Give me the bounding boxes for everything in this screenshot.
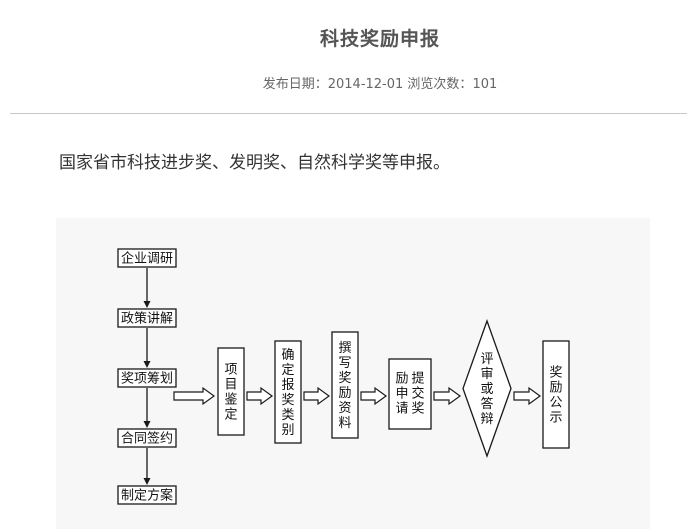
prep-step-label: 合同签约 xyxy=(121,431,173,447)
prep-step-label: 政策讲解 xyxy=(121,311,173,327)
flow-arrow xyxy=(246,386,274,406)
prep-arrow-head xyxy=(143,478,151,485)
main-step-label: 确定报奖类别 xyxy=(281,348,294,438)
main-step-label: 提交奖励申请 xyxy=(395,371,424,417)
view-count-label: 浏览次数： xyxy=(403,77,473,92)
flow-arrow xyxy=(303,386,331,406)
main-step-label: 项目鉴定 xyxy=(224,363,237,423)
main-step-box xyxy=(274,340,302,444)
flow-arrow xyxy=(433,386,462,406)
flow-arrow xyxy=(513,386,542,406)
prep-arrow-head xyxy=(143,301,151,308)
page-title: 科技奖励申报 xyxy=(319,28,440,50)
prep-step-label: 制定方案 xyxy=(121,488,173,504)
main-step-box xyxy=(388,358,432,430)
publish-date: 2014-12-01 xyxy=(327,77,404,92)
flow-arrow xyxy=(360,386,388,406)
prep-step-box xyxy=(117,428,177,448)
main-step-box xyxy=(331,331,359,439)
review-diamond xyxy=(462,319,512,458)
prep-step-box xyxy=(117,368,177,388)
prep-arrow-head xyxy=(143,361,151,368)
prep-step-box xyxy=(117,248,177,268)
prep-step-box xyxy=(117,485,177,505)
main-step-label: 撰写奖励资料 xyxy=(338,341,351,431)
main-step-label: 奖励公示 xyxy=(549,366,562,426)
title-divider xyxy=(10,113,687,114)
prep-step-label: 奖项筹划 xyxy=(121,371,173,387)
flow-arrow-into-main xyxy=(173,386,216,406)
article-meta: 发布日期：2014-12-01 浏览次数：101 xyxy=(0,73,687,92)
prep-step-box xyxy=(117,308,177,328)
view-count: 101 xyxy=(472,77,498,92)
prep-arrow-head xyxy=(143,421,151,428)
main-step-label: 评审或答辩 xyxy=(480,352,493,427)
main-step-box xyxy=(542,340,570,449)
intro-text: 国家省市科技进步奖、发明奖、自然科学奖等申报。 xyxy=(59,153,450,173)
publish-date-label: 发布日期： xyxy=(262,77,328,92)
process-flowchart: 企业调研政策讲解奖项筹划合同签约制定方案 项目鉴定 确定报奖类别 撰写奖励资料 提交奖励… xyxy=(56,218,650,529)
main-step-box xyxy=(217,347,245,436)
prep-step-label: 企业调研 xyxy=(121,251,173,267)
